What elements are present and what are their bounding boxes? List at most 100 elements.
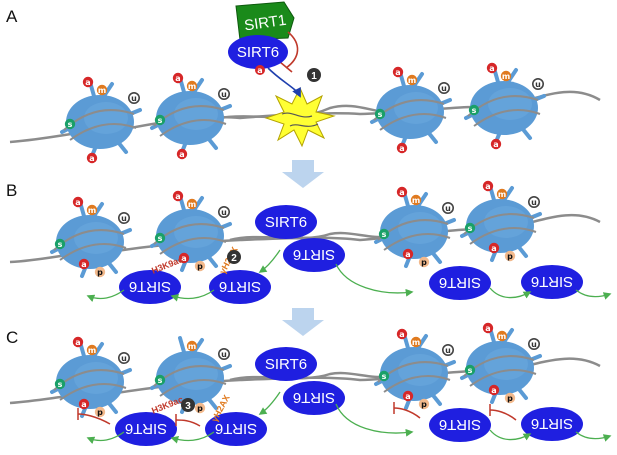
histone-mark-acetyl: a: [78, 398, 90, 410]
svg-text:p: p: [97, 408, 103, 417]
sirt6-protein-c-4: SIRT6: [521, 407, 583, 441]
sirt6-protein-a: SIRT6: [228, 35, 288, 69]
histone-mark-phospho: p: [94, 266, 106, 278]
histone-mark-methyl: m: [410, 336, 422, 348]
svg-text:a: a: [405, 250, 410, 259]
histone-mark-acetyl: a: [72, 196, 84, 208]
sirt6-protein-c-3: SIRT6: [429, 408, 491, 442]
histone-mark-acetyl: a: [396, 142, 408, 154]
histone-mark-methyl: m: [86, 344, 98, 356]
sirt6-protein-c-top: SIRT6: [255, 347, 317, 381]
svg-text:a: a: [491, 386, 496, 395]
histone-mark-phospho: p: [418, 398, 430, 410]
svg-text:p: p: [197, 262, 203, 271]
svg-text:u: u: [221, 90, 227, 99]
histone-mark-methyl: m: [496, 330, 508, 342]
histone-mark-phospho: p: [504, 392, 516, 404]
histone-mark-sumo: s: [468, 104, 480, 116]
svg-text:m: m: [88, 346, 96, 355]
svg-text:s: s: [472, 106, 477, 115]
histone-mark-phospho: p: [194, 402, 206, 414]
svg-text:a: a: [405, 392, 410, 401]
svg-text:s: s: [378, 110, 383, 119]
histone-mark-ubiquitin: u: [218, 347, 231, 360]
svg-text:SIRT1: SIRT1: [243, 12, 287, 35]
histone-mark-acetyl: a: [402, 248, 414, 260]
svg-text:a: a: [395, 68, 400, 77]
histone-mark-ubiquitin: u: [218, 206, 231, 219]
broken-dna-line: [281, 112, 319, 127]
histone-mark-ubiquitin: u: [437, 82, 450, 95]
histone-mark-acetyl: a: [488, 242, 500, 254]
dna-damage-burst: [264, 86, 336, 148]
histone-mark-methyl: m: [86, 204, 98, 216]
svg-text:a: a: [491, 244, 496, 253]
histone-mark-sumo: s: [378, 228, 390, 240]
svg-text:SIRT6: SIRT6: [265, 214, 307, 231]
svg-text:m: m: [98, 86, 106, 95]
histone-mark-ubiquitin: u: [527, 337, 540, 350]
sirt6-protein-b-top: SIRT6: [255, 205, 317, 239]
svg-text:m: m: [412, 338, 420, 347]
svg-text:2: 2: [231, 253, 237, 264]
histone-mark-acetyl: a: [396, 186, 408, 198]
histone-mark-methyl: m: [410, 194, 422, 206]
histone-mark-methyl: m: [186, 198, 198, 210]
sirt6-protein-c-bound: SIRT6: [283, 381, 345, 415]
svg-text:s: s: [58, 240, 63, 249]
sirt6-protein-b-bound: SIRT6: [283, 238, 345, 272]
histone-mark-sumo: s: [54, 238, 66, 250]
svg-text:s: s: [158, 376, 163, 385]
svg-text:a: a: [179, 150, 184, 159]
sirt1-inhibit-arrow: [285, 31, 299, 69]
svg-text:u: u: [531, 198, 537, 207]
svg-text:SIRT6: SIRT6: [265, 356, 307, 373]
recruitment-arrows-c: [86, 391, 612, 444]
svg-text:a: a: [257, 66, 262, 75]
histone-mark-ubiquitin: u: [441, 343, 454, 356]
histone-mark-acetyl: a: [86, 152, 98, 164]
histone-mark-methyl: m: [96, 84, 108, 96]
svg-text:m: m: [498, 332, 506, 341]
svg-text:u: u: [221, 350, 227, 359]
svg-text:SIRT6: SIRT6: [215, 420, 257, 437]
svg-text:u: u: [441, 84, 447, 93]
svg-text:SIRT6: SIRT6: [439, 416, 481, 433]
sirt1-protein: SIRT1: [235, 1, 295, 41]
sirt6-protein-b-2: SIRT6: [209, 270, 271, 304]
recruitment-arrow-a: [267, 67, 301, 98]
histone-mark-sumo: s: [154, 232, 166, 244]
svg-text:m: m: [188, 82, 196, 91]
svg-text:a: a: [493, 140, 498, 149]
svg-text:1: 1: [311, 71, 317, 82]
histone-mark-ubiquitin: u: [118, 212, 131, 225]
svg-text:a: a: [399, 330, 404, 339]
histone-mark-acetyl: a: [392, 66, 404, 78]
histone-mark-sumo: s: [464, 364, 476, 376]
svg-text:SIRT6: SIRT6: [219, 278, 261, 295]
svg-text:u: u: [121, 214, 127, 223]
step-badge-3: 3: [181, 398, 195, 412]
svg-text:p: p: [507, 394, 513, 403]
histone-mark-acetyl: a: [172, 190, 184, 202]
svg-text:SIRT6: SIRT6: [439, 274, 481, 291]
svg-text:a: a: [485, 324, 490, 333]
histone-mark-acetyl: a: [396, 328, 408, 340]
svg-text:m: m: [412, 196, 420, 205]
sirt6-acetyl-mark: a: [255, 65, 265, 75]
svg-text:a: a: [75, 338, 80, 347]
svg-text:s: s: [382, 372, 387, 381]
svg-text:s: s: [158, 116, 163, 125]
histone-mark-sumo: s: [64, 118, 76, 130]
histone-mark-methyl: m: [500, 70, 512, 82]
histone-mark-ubiquitin: u: [527, 196, 540, 209]
svg-text:u: u: [535, 80, 541, 89]
svg-text:s: s: [68, 120, 73, 129]
svg-text:p: p: [197, 404, 203, 413]
svg-text:a: a: [175, 74, 180, 83]
histone-mark-sumo: s: [154, 114, 166, 126]
